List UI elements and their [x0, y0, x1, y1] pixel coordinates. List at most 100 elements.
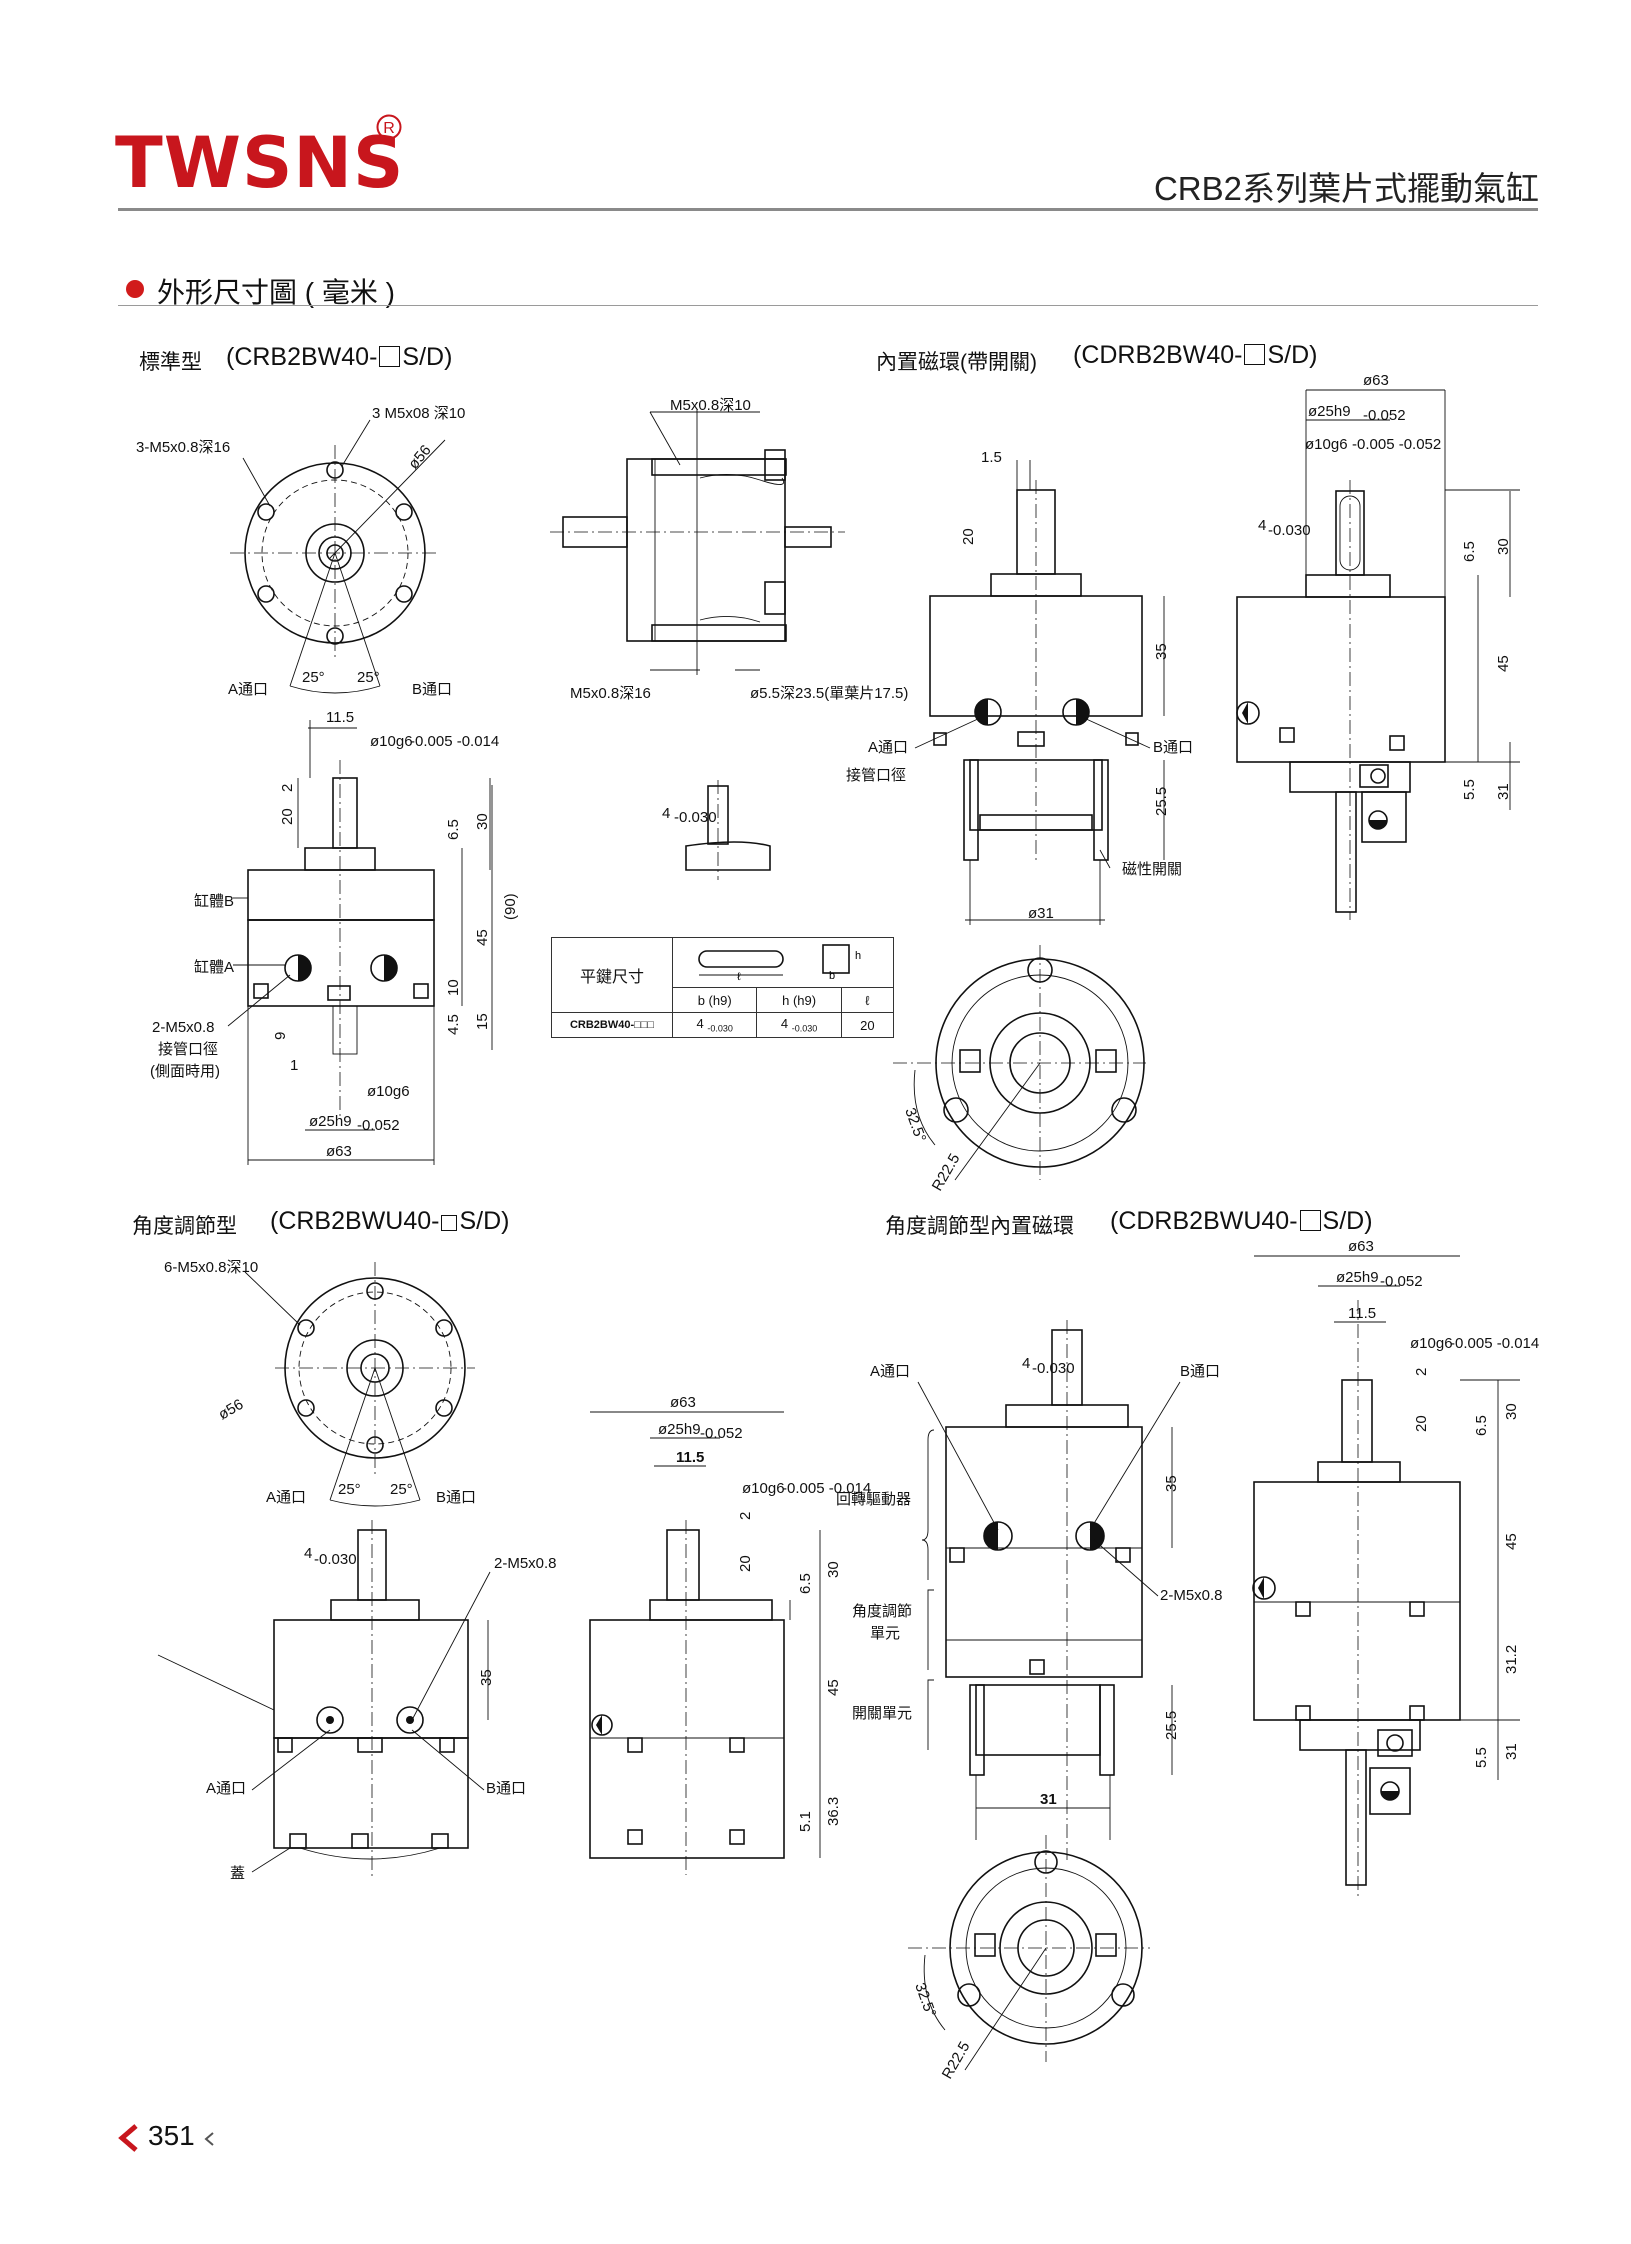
standard-body-view: ø63 ø25h9 -0.052 ø10g6 11.5 ø10g6 -0.005…: [150, 709, 519, 1165]
page-number: 351: [148, 2120, 195, 2151]
registered-mark-icon: R: [376, 114, 402, 140]
svg-text:10: 10: [445, 979, 462, 996]
svg-text:45: 45: [1503, 1533, 1520, 1550]
svg-text:A通口: A通口: [206, 1780, 246, 1797]
svg-text:磁性開關: 磁性開關: [1122, 861, 1182, 878]
svg-text:15: 15: [474, 1013, 491, 1030]
svg-text:ø10g6: ø10g6: [742, 1480, 785, 1497]
svg-text:31: 31: [1040, 1791, 1057, 1808]
svg-text:31: 31: [1503, 1743, 1520, 1760]
svg-text:4.5: 4.5: [445, 1014, 462, 1035]
svg-text:b: b: [829, 970, 835, 981]
angle-magnet-model-code: (CDRB2BWU40-S/D): [1110, 1207, 1373, 1235]
standard-model-code: (CRB2BW40-S/D): [226, 343, 453, 371]
svg-text:A通口: A通口: [868, 739, 908, 756]
svg-text:3-M5x0.8深16: 3-M5x0.8深16: [136, 439, 230, 456]
svg-text:ø5.5深23.5(單葉片17.5): ø5.5深23.5(單葉片17.5): [750, 685, 908, 702]
svg-text:R22.5: R22.5: [939, 2039, 974, 2082]
brand-logo: TWSNS: [115, 122, 405, 204]
svg-text:6.5: 6.5: [1461, 541, 1478, 562]
magnet-type-label: 內置磁環(帶開關): [876, 351, 1037, 374]
svg-text:(90): (90): [502, 893, 519, 920]
svg-text:M5x0.8深16: M5x0.8深16: [570, 685, 651, 702]
svg-text:A通口: A通口: [266, 1489, 306, 1506]
key-l-value: 20: [840, 1012, 895, 1038]
svg-text:ø10g6: ø10g6: [1410, 1335, 1453, 1352]
svg-text:6.5: 6.5: [445, 819, 462, 840]
magnet-front-view: ø31 1.5 20 35 25.5 A通口 B通口 接管口徑 磁性開關: [846, 449, 1193, 925]
svg-text:ø10g6: ø10g6: [370, 733, 413, 750]
svg-text:B通口: B通口: [486, 1780, 526, 1797]
svg-text:2-M5x0.8: 2-M5x0.8: [494, 1555, 557, 1572]
svg-text:-0.005 -0.052: -0.005 -0.052: [1352, 436, 1441, 453]
key-row-model: CRB2BW40-□□□: [551, 1012, 673, 1038]
key-table-title: 平鍵尺寸: [551, 937, 673, 1013]
svg-text:45: 45: [1495, 655, 1512, 672]
svg-text:B通口: B通口: [436, 1489, 476, 1506]
svg-text:B通口: B通口: [1153, 739, 1193, 756]
svg-text:接管口徑: 接管口徑: [158, 1041, 218, 1058]
svg-text:4: 4: [1022, 1355, 1030, 1372]
angle-side-view: ø63 ø25h9 -0.052 11.5 ø10g6 -0.005 -0.01…: [589, 1394, 871, 1875]
svg-text:h: h: [855, 950, 861, 962]
chevron-left-small-icon: [204, 2132, 214, 2146]
svg-text:2-M5x0.8: 2-M5x0.8: [1160, 1587, 1223, 1604]
svg-text:ø63: ø63: [1363, 372, 1389, 389]
svg-text:A通口: A通口: [228, 681, 268, 698]
svg-text:11.5: 11.5: [676, 1449, 704, 1466]
standard-front-view: 3-M5x0.8深16 3 M5x08 深10 ø56 A通口 B通口 25° …: [136, 405, 465, 698]
magnet-bottom-view: R22.5 32.5°: [893, 945, 1146, 1194]
svg-text:25°: 25°: [390, 1481, 413, 1498]
svg-text:35: 35: [478, 1669, 495, 1686]
svg-text:25°: 25°: [357, 669, 380, 686]
svg-text:A通口: A通口: [870, 1363, 910, 1380]
angle-magnet-side-view: ø63 ø25h9 -0.052 11.5 ø10g6 -0.005 -0.01…: [1252, 1238, 1539, 1900]
svg-text:ø56: ø56: [216, 1396, 247, 1424]
svg-text:蓋: 蓋: [230, 1865, 245, 1882]
svg-text:45: 45: [825, 1679, 842, 1696]
svg-text:6.5: 6.5: [797, 1573, 814, 1594]
svg-text:3 M5x08 深10: 3 M5x08 深10: [372, 405, 465, 422]
svg-text:20: 20: [1413, 1415, 1430, 1432]
svg-text:R22.5: R22.5: [929, 1151, 964, 1194]
angle-type-label: 角度調節型: [132, 1215, 237, 1238]
svg-text:25°: 25°: [302, 669, 325, 686]
svg-text:6.5: 6.5: [1473, 1415, 1490, 1436]
svg-text:B通口: B通口: [412, 681, 452, 698]
svg-text:11.5: 11.5: [1348, 1305, 1376, 1322]
svg-text:9: 9: [272, 1032, 289, 1040]
svg-text:單元: 單元: [870, 1625, 900, 1642]
svg-text:-0.030: -0.030: [1032, 1360, 1075, 1377]
svg-text:4: 4: [304, 1545, 312, 1562]
svg-text:2: 2: [737, 1512, 754, 1520]
svg-text:角度調節: 角度調節: [852, 1602, 912, 1620]
svg-text:31.2: 31.2: [1503, 1645, 1520, 1674]
svg-text:-0.030: -0.030: [1268, 522, 1311, 539]
svg-text:30: 30: [825, 1561, 842, 1578]
svg-text:6-M5x0.8深10: 6-M5x0.8深10: [164, 1259, 258, 1276]
svg-text:M5x0.8深10: M5x0.8深10: [670, 397, 751, 414]
angle-magnet-bottom-view: R22.5 32.5°: [908, 1835, 1150, 2082]
svg-text:ø10g6: ø10g6: [367, 1083, 410, 1100]
svg-text:缸體B: 缸體B: [194, 892, 234, 910]
svg-text:-0.030: -0.030: [314, 1551, 357, 1568]
svg-text:2-M5x0.8: 2-M5x0.8: [152, 1019, 215, 1036]
svg-text:ø10g6: ø10g6: [1305, 436, 1348, 453]
svg-text:30: 30: [1503, 1403, 1520, 1420]
magnet-model-code: (CDRB2BW40-S/D): [1073, 341, 1318, 369]
svg-text:ø31: ø31: [1028, 905, 1054, 922]
svg-text:-0.052: -0.052: [357, 1117, 400, 1134]
standard-key-sketch: 4 -0.030: [662, 780, 771, 880]
magnet-side-view: ø63 ø25h9 -0.052 ø10g6 -0.005 -0.052 4 -…: [1236, 372, 1520, 920]
svg-text:45: 45: [474, 929, 491, 946]
svg-text:R: R: [383, 120, 395, 137]
svg-text:-0.005 -0.014: -0.005 -0.014: [782, 1480, 871, 1497]
svg-text:5.5: 5.5: [1461, 779, 1478, 800]
svg-text:1: 1: [290, 1057, 298, 1074]
svg-text:ø63: ø63: [670, 1394, 696, 1411]
svg-text:回轉驅動器: 回轉驅動器: [836, 1491, 911, 1508]
page-title: CRB2系列葉片式擺動氣缸: [1153, 170, 1539, 207]
svg-text:ø25h9: ø25h9: [1336, 1269, 1379, 1286]
